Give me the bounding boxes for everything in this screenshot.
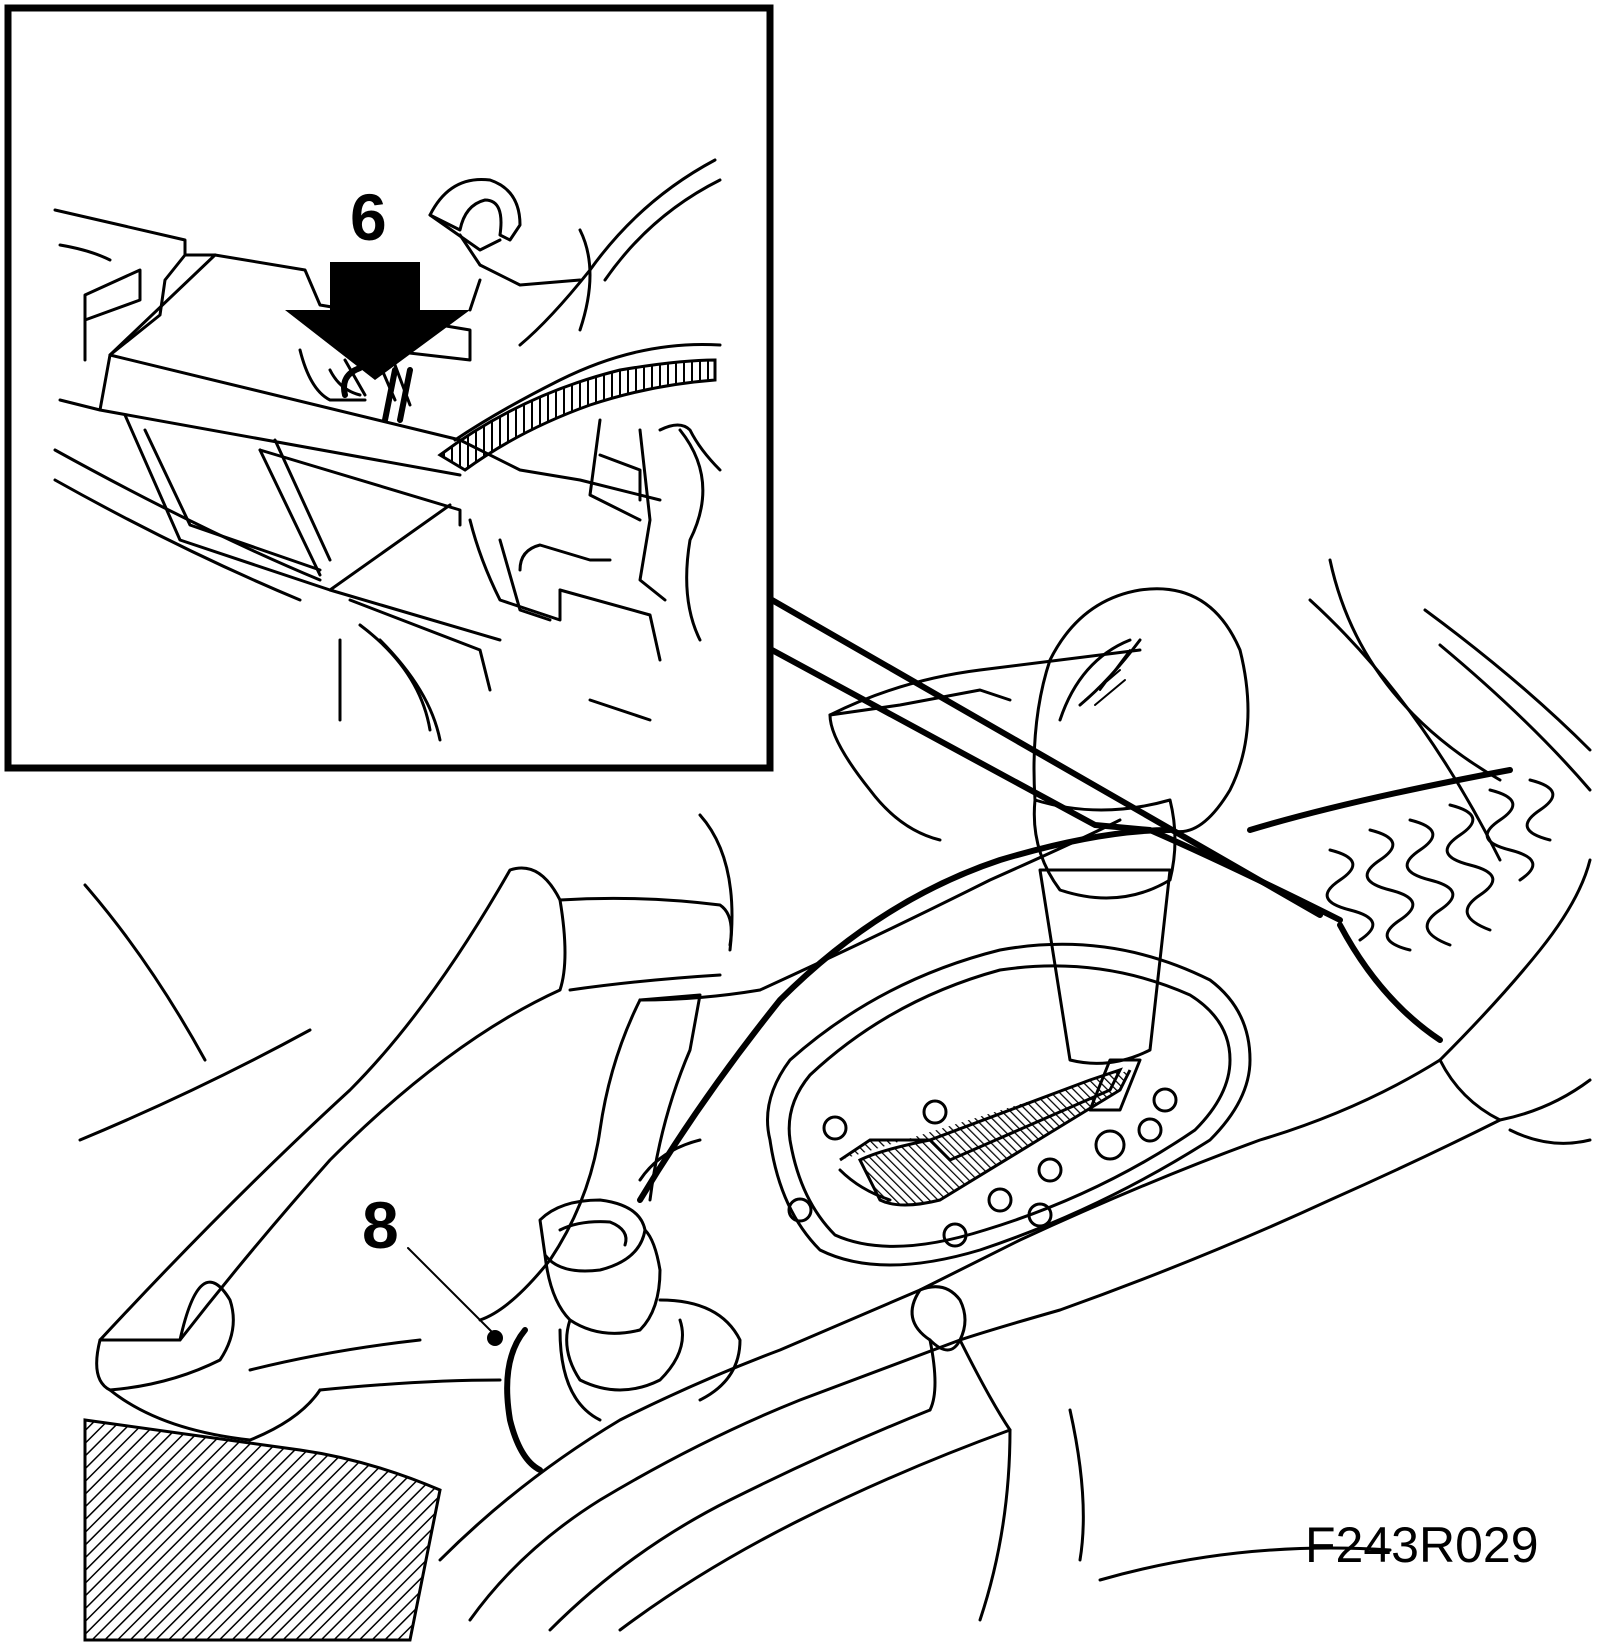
floor-mat — [1325, 778, 1555, 952]
leader-line-8 — [407, 1247, 496, 1336]
leader-dot-8 — [487, 1330, 503, 1346]
console-drawing — [78, 558, 1592, 1642]
callout-label-6: 6 — [350, 180, 387, 254]
inset-leader-line — [769, 647, 1343, 923]
gear-lever — [1032, 587, 1250, 1112]
gear-indicator-dots — [787, 1087, 1178, 1248]
lighter-socket — [504, 1138, 742, 1473]
callout-label-8: 8 — [362, 1188, 399, 1262]
arrow-down-icon — [285, 262, 470, 380]
figure-code: F243R029 — [1305, 1517, 1539, 1573]
inset-drawing — [53, 158, 722, 742]
inset-leader-line-2 — [769, 597, 1323, 918]
